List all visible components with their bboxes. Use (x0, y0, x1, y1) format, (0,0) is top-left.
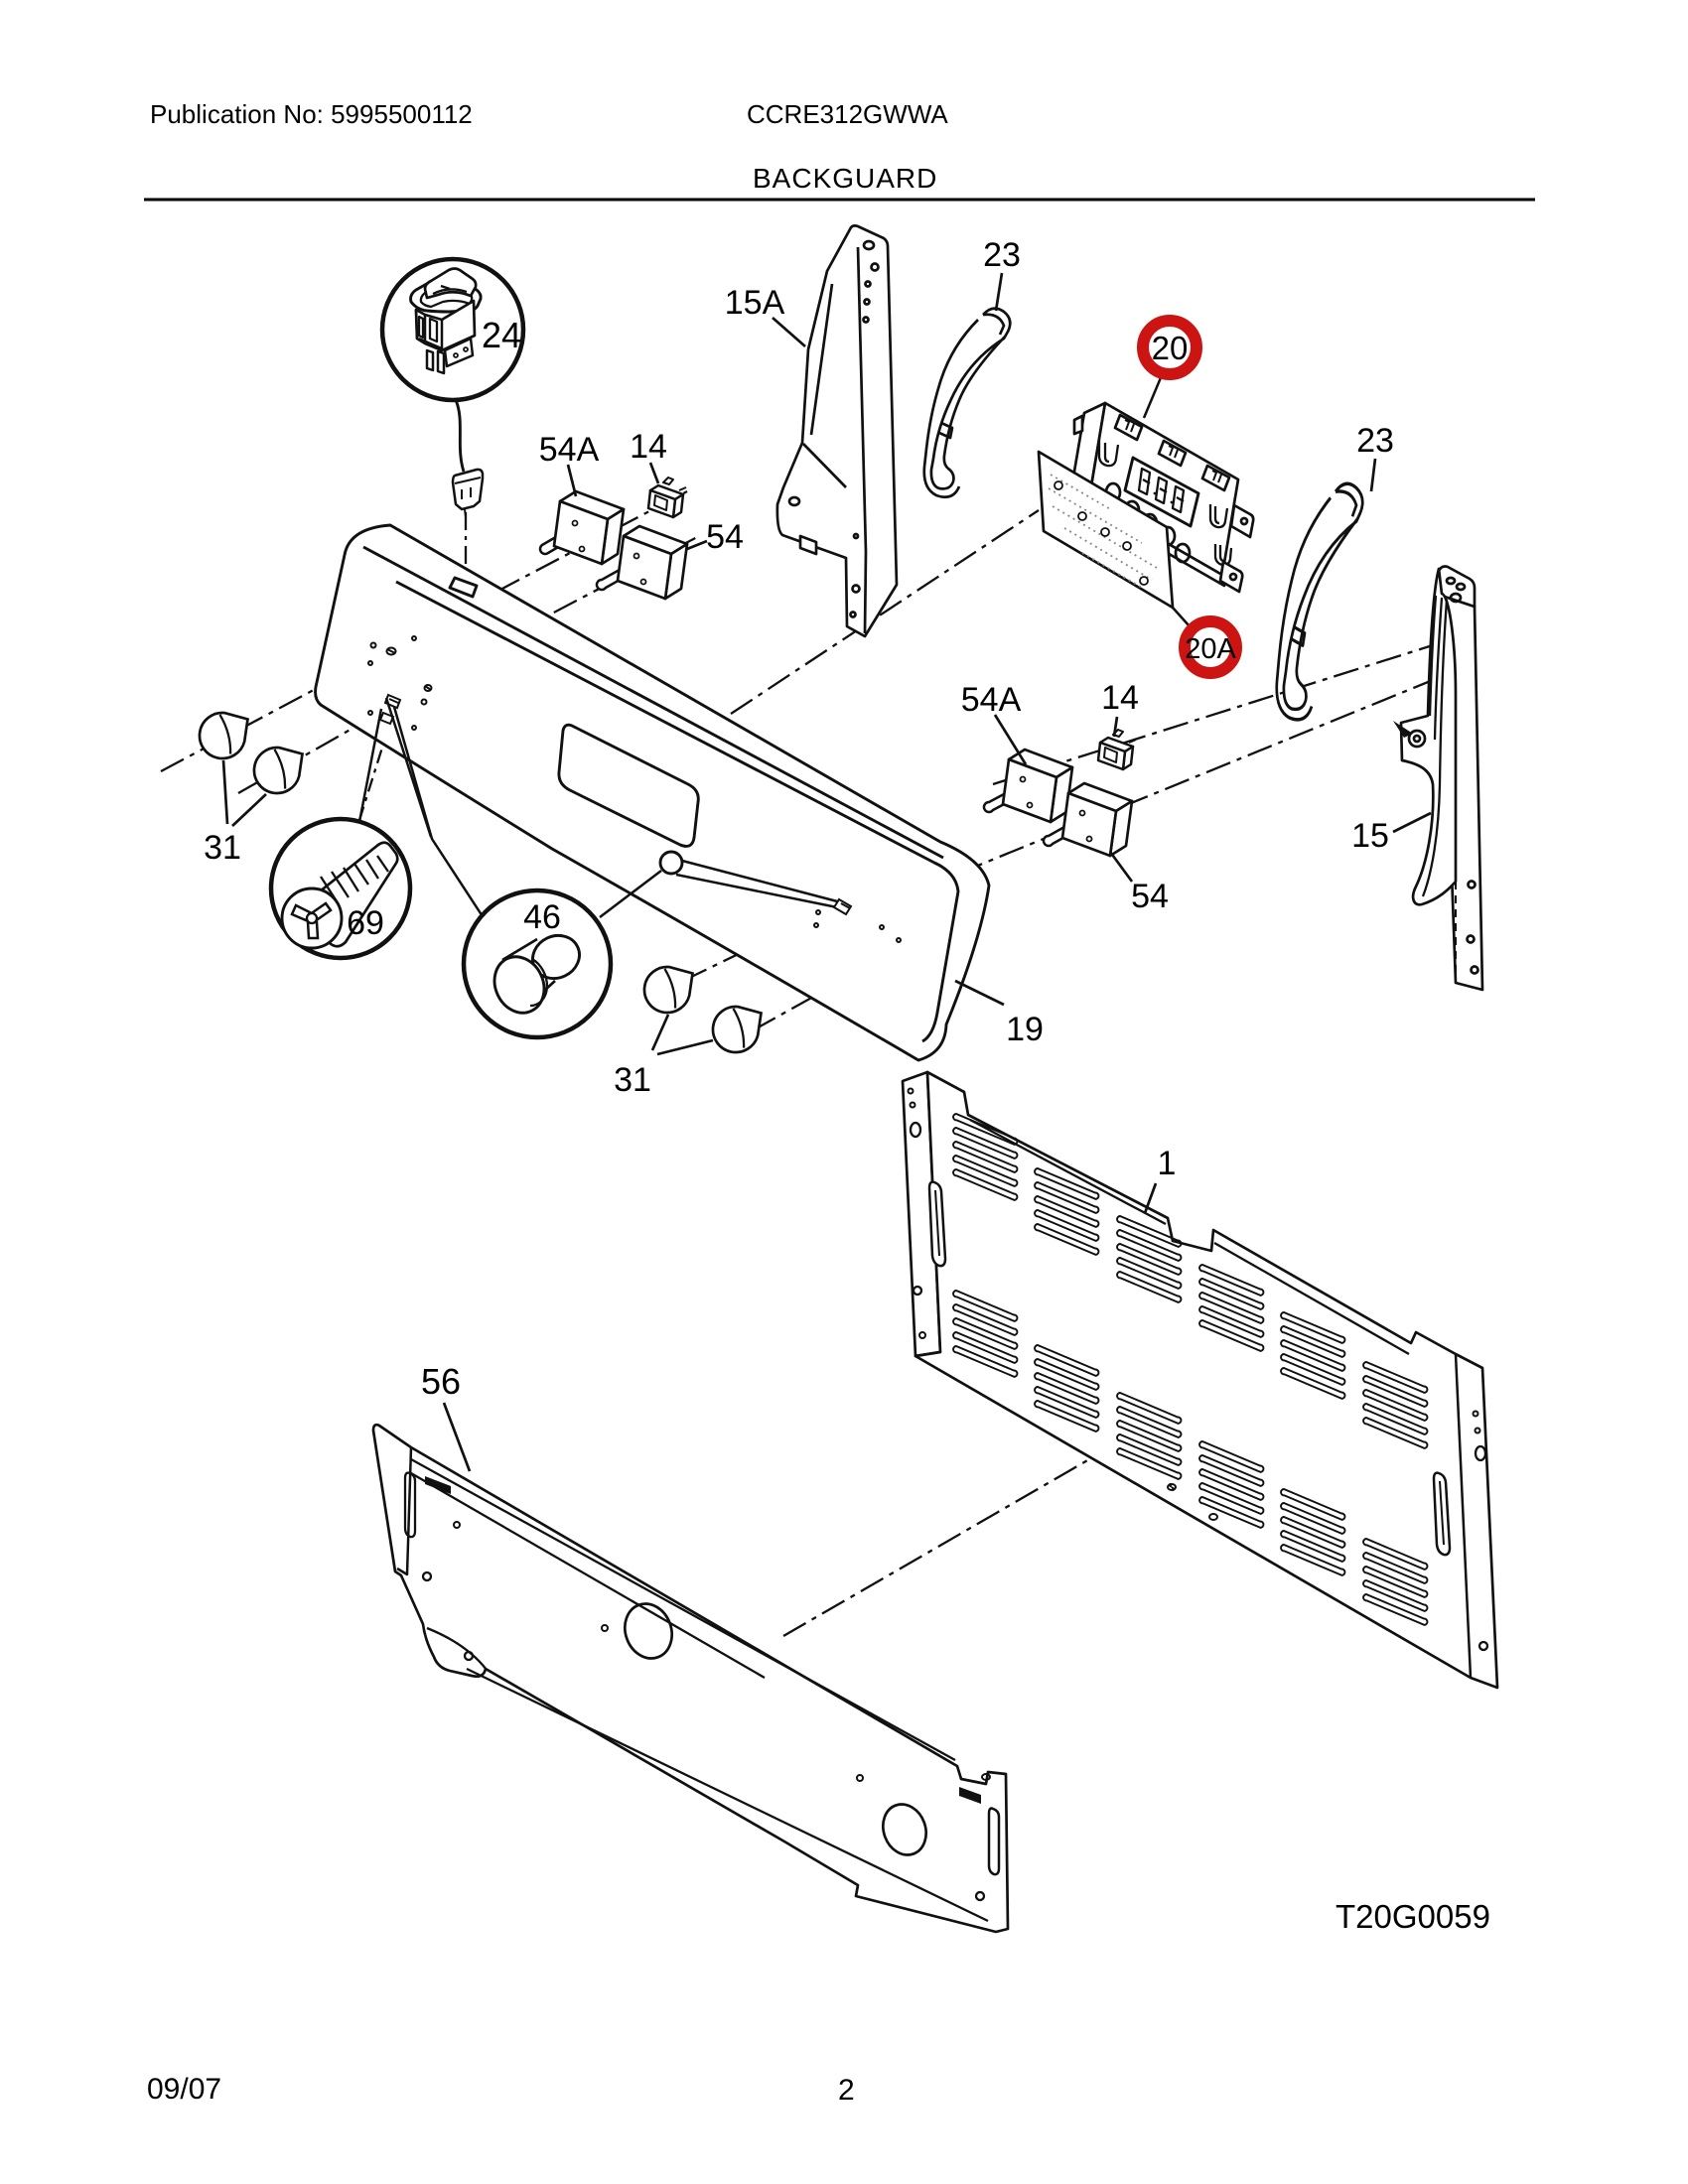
svg-text:19: 19 (1006, 1011, 1044, 1048)
svg-text:56: 56 (421, 1361, 461, 1402)
svg-text:14: 14 (630, 428, 667, 466)
svg-text:54A: 54A (961, 681, 1022, 719)
svg-text:15A: 15A (725, 284, 785, 322)
svg-text:54: 54 (706, 518, 744, 556)
svg-text:2: 2 (838, 2074, 855, 2107)
svg-text:T20G0059: T20G0059 (1336, 1898, 1490, 1935)
svg-text:23: 23 (983, 236, 1021, 274)
svg-text:54: 54 (1131, 878, 1169, 915)
svg-text:31: 31 (204, 829, 241, 867)
svg-text:20A: 20A (1185, 633, 1236, 665)
svg-text:46: 46 (523, 898, 561, 936)
svg-text:23: 23 (1356, 422, 1394, 460)
svg-text:09/07: 09/07 (147, 2073, 221, 2106)
svg-text:24: 24 (482, 315, 521, 355)
svg-text:20: 20 (1152, 330, 1189, 366)
svg-text:31: 31 (614, 1061, 651, 1099)
svg-text:69: 69 (347, 904, 384, 942)
svg-text:15: 15 (1351, 817, 1389, 855)
svg-text:BACKGUARD: BACKGUARD (753, 163, 937, 194)
svg-text:1: 1 (1158, 1145, 1177, 1182)
svg-text:CCRE312GWWA: CCRE312GWWA (747, 99, 948, 129)
svg-text:Publication No: 5995500112: Publication No: 5995500112 (150, 99, 473, 129)
svg-text:14: 14 (1101, 679, 1139, 717)
svg-text:54A: 54A (539, 431, 600, 469)
